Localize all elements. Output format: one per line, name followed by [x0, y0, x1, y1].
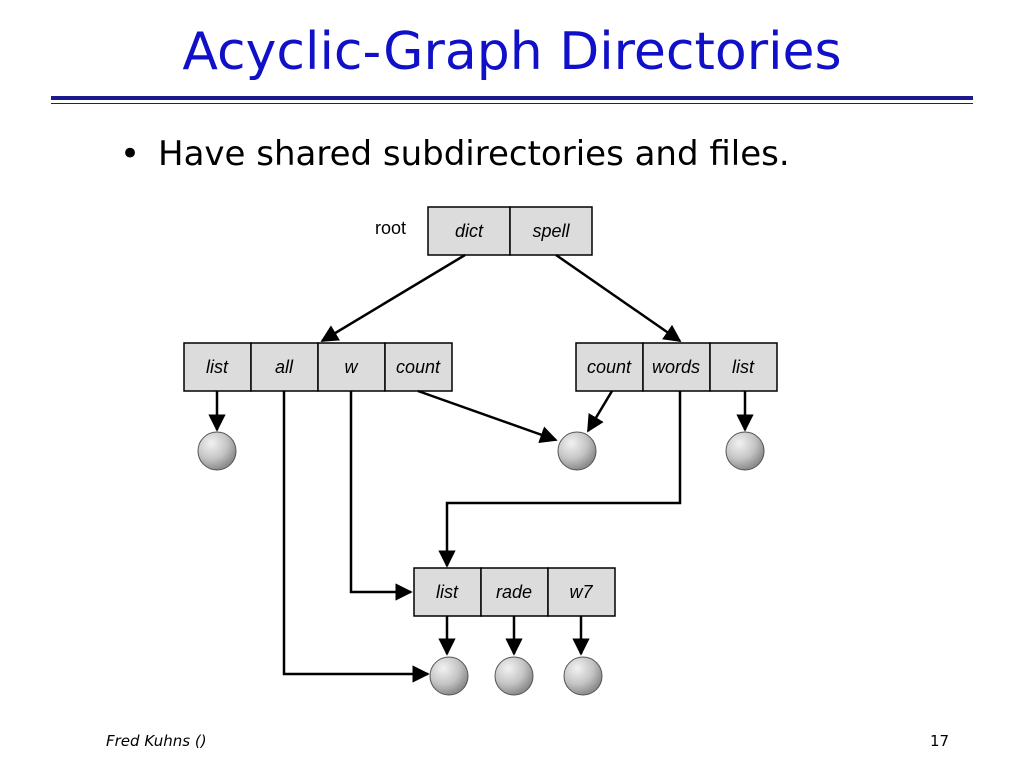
edge-dict-to-dict-dir [320, 253, 466, 343]
dir-entry-box [509, 206, 593, 256]
dir-entry-box [183, 342, 252, 392]
file-node [563, 656, 603, 696]
root-label: root [375, 218, 406, 238]
edge-words-to-shared-dir [438, 391, 682, 568]
file-node [557, 431, 597, 471]
dir-entry-spell: spell [532, 221, 570, 241]
dir-entry-all: all [275, 357, 294, 377]
bullet-symbol: • [120, 134, 141, 174]
file-node [197, 431, 237, 471]
dir-entry-box [413, 567, 482, 617]
dict-directory: list all w count [183, 342, 453, 392]
shared-directory: list rade w7 [413, 567, 616, 617]
dir-entry-box [427, 206, 511, 256]
dir-entry-words: words [652, 357, 700, 377]
root-directory: dict spell [427, 206, 593, 256]
edge-all-to-file [282, 391, 430, 683]
title-divider-thin [51, 103, 973, 104]
dir-entry-w7: w7 [569, 582, 593, 602]
dir-entry-box [642, 342, 711, 392]
dir-entry-box [317, 342, 386, 392]
bullet-text: Have shared subdirectories and files. [158, 134, 790, 174]
edge-w-to-shared-dir [349, 391, 413, 601]
file-node [725, 431, 765, 471]
footer-author: Fred Kuhns () [106, 732, 207, 750]
file-node [429, 656, 469, 696]
file-node [494, 656, 534, 696]
dir-entry-list: list [732, 357, 755, 377]
dir-entry-box [480, 567, 549, 617]
dir-entry-w: w [345, 357, 359, 377]
dir-entry-rade: rade [496, 582, 532, 602]
dir-entry-count: count [396, 357, 441, 377]
title-divider-thick [51, 96, 973, 100]
dir-entry-dict: dict [455, 221, 484, 241]
edge-dict-count-to-file [417, 389, 558, 443]
bullet-item: • Have shared subdirectories and files. [120, 134, 790, 174]
dir-entry-list: list [436, 582, 459, 602]
dir-entry-count: count [587, 357, 632, 377]
edge-spell-to-spell-dir [555, 253, 682, 343]
dir-entry-box [709, 342, 778, 392]
edge-spell-count-to-file [586, 390, 614, 433]
dir-entry-list: list [206, 357, 229, 377]
page-number: 17 [930, 732, 950, 750]
spell-directory: count words list [575, 342, 778, 392]
dir-entry-box [384, 342, 453, 392]
slide-title: Acyclic-Graph Directories [182, 22, 842, 82]
